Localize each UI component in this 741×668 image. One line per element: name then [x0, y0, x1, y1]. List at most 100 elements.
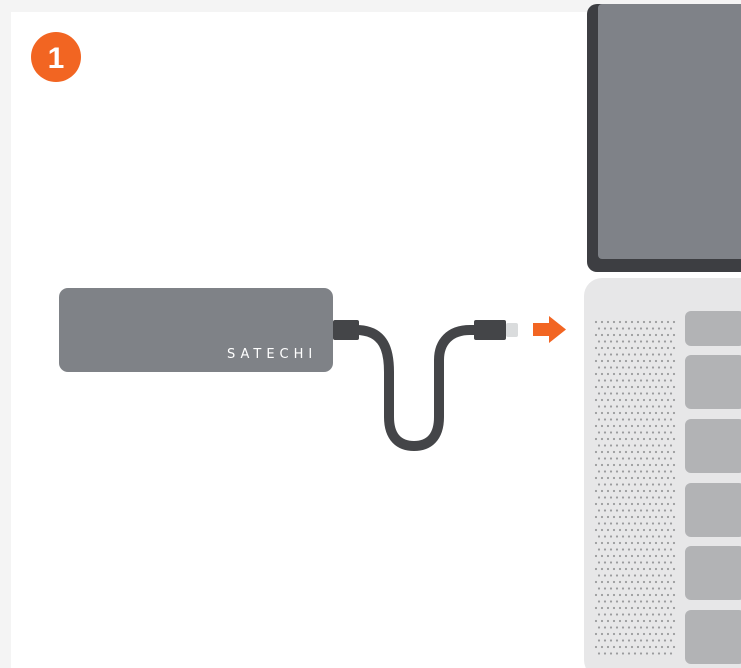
grille-dot: [609, 392, 613, 395]
grille-dot: [672, 528, 676, 532]
grille-dot: [663, 574, 667, 577]
grille-dot: [657, 340, 661, 343]
grille-dot: [642, 619, 646, 623]
grille-dot: [627, 613, 631, 616]
usb-c-hub: SATECHI: [59, 288, 333, 372]
grille-dot: [669, 639, 673, 642]
grille-dot: [621, 379, 625, 382]
grille-dot: [654, 541, 658, 545]
grille-dot: [672, 593, 676, 597]
grille-dot: [648, 489, 652, 493]
grille-dot: [603, 392, 607, 395]
grille-dot: [666, 632, 670, 636]
grille-dot: [621, 535, 625, 538]
grille-dot: [594, 450, 598, 454]
grille-dot: [633, 444, 637, 447]
grille-dot: [648, 580, 652, 584]
grille-dot: [597, 327, 601, 330]
grille-dot: [642, 437, 646, 441]
grille-dot: [645, 366, 649, 369]
grille-dot: [609, 639, 613, 642]
grille-dot: [600, 398, 604, 402]
grille-dot: [615, 509, 619, 512]
grille-dot: [654, 554, 658, 558]
grille-dot: [636, 411, 640, 415]
grille-dot: [609, 353, 613, 356]
grille-dot: [669, 418, 673, 421]
grille-dot: [663, 470, 667, 473]
grille-dot: [660, 580, 664, 584]
grille-dot: [669, 574, 673, 577]
grille-dot: [615, 366, 619, 369]
grille-dot: [633, 574, 637, 577]
grille-dot: [624, 437, 628, 441]
grille-dot: [657, 626, 661, 629]
grille-dot: [648, 593, 652, 597]
grille-dot: [615, 600, 619, 603]
grille-dot: [612, 424, 616, 428]
grille-dot: [639, 418, 643, 421]
grille-dot: [642, 580, 646, 584]
grille-dot: [636, 580, 640, 584]
grille-dot: [606, 619, 610, 623]
grille-dot: [624, 385, 628, 389]
grille-dot: [615, 327, 619, 330]
key-escape: [685, 311, 741, 346]
grille-dot: [594, 632, 598, 636]
grille-dot: [615, 470, 619, 473]
grille-dot: [657, 639, 661, 642]
grille-dot: [660, 515, 664, 519]
grille-dot: [651, 379, 655, 382]
grille-dot: [621, 392, 625, 395]
grille-dot: [606, 502, 610, 506]
grille-dot: [609, 561, 613, 564]
grille-dot: [633, 652, 637, 655]
grille-dot: [615, 431, 619, 434]
grille-dot: [672, 424, 676, 428]
grille-dot: [663, 587, 667, 590]
grille-dot: [594, 489, 598, 493]
grille-dot: [627, 470, 631, 473]
grille-dot: [654, 645, 658, 649]
key: [685, 355, 741, 409]
grille-dot: [600, 424, 604, 428]
grille-dot: [660, 502, 664, 506]
grille-dot: [648, 424, 652, 428]
grille-dot: [666, 320, 670, 324]
grille-dot: [642, 541, 646, 545]
grille-dot: [630, 554, 634, 558]
grille-dot: [660, 463, 664, 467]
grille-dot: [621, 652, 625, 655]
grille-dot: [663, 639, 667, 642]
grille-dot: [645, 496, 649, 499]
grille-dot: [618, 489, 622, 493]
grille-dot: [642, 463, 646, 467]
grille-dot: [633, 639, 637, 642]
grille-dot: [600, 515, 604, 519]
grille-dot: [639, 366, 643, 369]
grille-dot: [642, 476, 646, 480]
grille-dot: [633, 600, 637, 603]
grille-dot: [615, 483, 619, 486]
usb-c-cable: [333, 320, 518, 452]
grille-dot: [666, 346, 670, 350]
grille-dot: [621, 509, 625, 512]
grille-dot: [666, 567, 670, 571]
grille-dot: [633, 366, 637, 369]
grille-dot: [621, 457, 625, 460]
grille-dot: [660, 567, 664, 571]
grille-dot: [624, 333, 628, 337]
grille-dot: [669, 327, 673, 330]
grille-dot: [654, 346, 658, 350]
grille-dot: [645, 353, 649, 356]
grille-dot: [651, 639, 655, 642]
grille-dot: [597, 353, 601, 356]
grille-dot: [612, 450, 616, 454]
grille-dot: [597, 431, 601, 434]
grille-dot: [621, 483, 625, 486]
grille-dot: [606, 372, 610, 376]
grille-dot: [618, 385, 622, 389]
grille-dot: [648, 476, 652, 480]
grille-dot: [660, 372, 664, 376]
arrow-shaft: [533, 323, 551, 336]
